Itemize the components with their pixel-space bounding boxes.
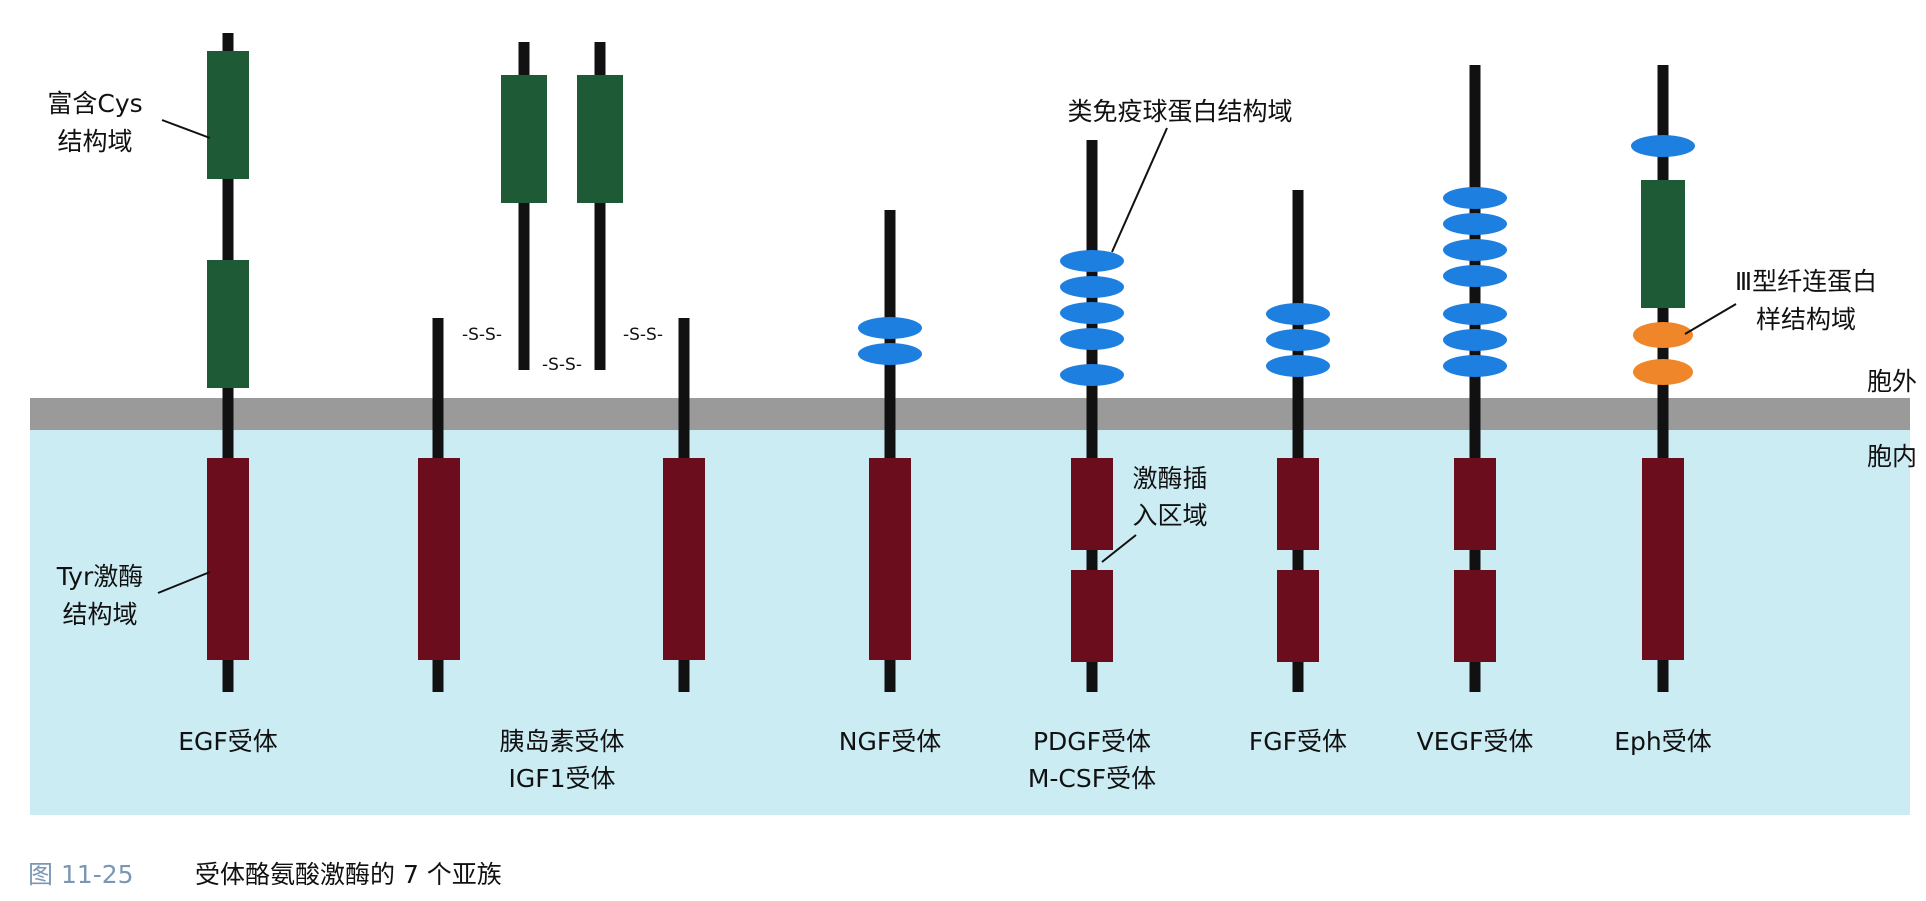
pdgf-receptor — [1060, 140, 1124, 692]
kinase-domain — [1071, 458, 1113, 550]
kinase-domain — [1277, 570, 1319, 662]
ig-domain — [1443, 355, 1507, 377]
kinase-domain — [418, 458, 460, 660]
kinase-domain — [1071, 570, 1113, 662]
vegf-receptor — [1443, 65, 1507, 692]
disulfide-bond-label: -S-S- — [623, 325, 663, 345]
ig-domain — [1631, 135, 1695, 157]
figure-caption-text: 受体酪氨酸激酶的 7 个亚族 — [195, 860, 502, 889]
kinase-insert-label-line1: 激酶插 — [1132, 464, 1207, 493]
disulfide-bond-label: -S-S- — [542, 355, 582, 375]
fgf-receptor — [1266, 190, 1330, 692]
cys-domain-label-line1: 富含Cys — [47, 89, 142, 118]
kinase-domain — [1642, 458, 1684, 660]
kinase-domain — [1454, 570, 1496, 662]
kinase-domain — [1454, 458, 1496, 550]
insulin-receptor: -S-S- -S-S- -S-S- — [418, 42, 705, 692]
ig-domain — [1443, 213, 1507, 235]
ig-domain — [858, 343, 922, 365]
fn3-label-line2: 样结构域 — [1756, 305, 1856, 334]
ig-domain-label: 类免疫球蛋白结构域 — [1067, 97, 1292, 126]
cys-domain — [577, 75, 623, 203]
figure-caption-number: 图 11-25 — [28, 860, 134, 889]
ig-leader-line — [1111, 127, 1168, 253]
extracellular-label: 胞外 — [1867, 367, 1917, 396]
fn3-domain — [1633, 322, 1693, 348]
disulfide-bond-label: -S-S- — [462, 325, 502, 345]
plasma-membrane — [30, 398, 1910, 430]
ig-domain — [1266, 355, 1330, 377]
receptor-label-egf: EGF受体 — [178, 727, 278, 756]
ig-domain — [1060, 276, 1124, 298]
ig-domain — [1060, 328, 1124, 350]
ig-domain — [1060, 302, 1124, 324]
kinase-insert-label-line2: 入区域 — [1132, 501, 1207, 530]
egf-receptor — [207, 33, 249, 692]
cys-domain — [1641, 180, 1685, 308]
ngf-receptor — [858, 210, 922, 692]
receptor-label-pdgf: PDGF受体 — [1033, 727, 1151, 756]
cys-domain — [207, 51, 249, 179]
cys-domain — [501, 75, 547, 203]
ig-domain — [1443, 329, 1507, 351]
intracellular-label: 胞内 — [1867, 442, 1917, 471]
receptor-label-insulin: 胰岛素受体 — [499, 727, 624, 756]
receptor-label-vegf: VEGF受体 — [1417, 727, 1534, 756]
receptor-label-fgf: FGF受体 — [1249, 727, 1347, 756]
receptor-label-ngf: NGF受体 — [839, 727, 941, 756]
cys-domain — [207, 260, 249, 388]
ig-domain — [1443, 265, 1507, 287]
cys-domain-label-line2: 结构域 — [57, 127, 132, 156]
ig-domain — [1060, 250, 1124, 272]
fn3-leader-line — [1684, 303, 1737, 335]
kinase-domain — [1277, 458, 1319, 550]
ig-domain — [1266, 303, 1330, 325]
ig-domain — [1266, 329, 1330, 351]
kinase-domain — [663, 458, 705, 660]
tyr-kinase-label-line2: 结构域 — [62, 600, 137, 629]
fn3-domain — [1633, 359, 1693, 385]
tyr-kinase-label-line1: Tyr激酶 — [56, 562, 143, 591]
ig-domain — [858, 317, 922, 339]
fn3-label-line1: Ⅲ型纤连蛋白 — [1735, 267, 1877, 296]
receptor-label-igf1: IGF1受体 — [508, 764, 615, 793]
ig-domain — [1443, 239, 1507, 261]
eph-receptor — [1631, 65, 1695, 692]
ig-domain — [1443, 303, 1507, 325]
cytoplasm-region — [30, 405, 1910, 815]
cys-leader-line — [161, 119, 211, 139]
ig-domain — [1443, 187, 1507, 209]
kinase-domain — [207, 458, 249, 660]
receptor-label-mcsf: M-CSF受体 — [1028, 764, 1156, 793]
kinase-domain — [869, 458, 911, 660]
tyr-leader-line — [157, 571, 211, 594]
receptor-label-eph: Eph受体 — [1614, 727, 1712, 756]
insert-leader-line — [1101, 534, 1137, 563]
ig-domain — [1060, 364, 1124, 386]
